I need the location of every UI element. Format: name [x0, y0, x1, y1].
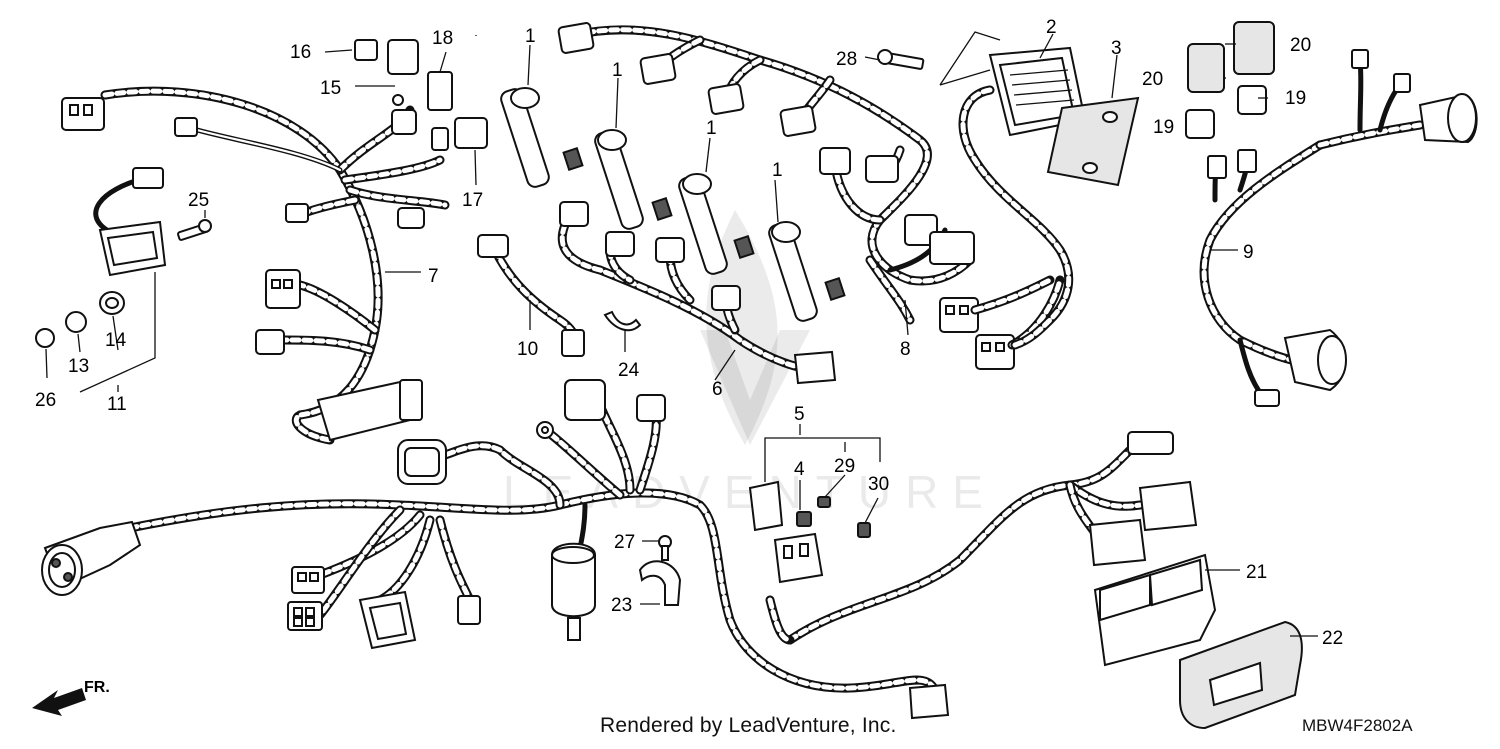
main-wire-harness	[125, 400, 1145, 695]
callout-5: 5	[794, 404, 805, 425]
relay-parts-15-16	[354, 39, 419, 106]
sensor-11-assembly	[35, 167, 212, 348]
main-harness-connectors	[287, 379, 1198, 720]
callout-16: 16	[290, 42, 311, 63]
ignition-coils	[500, 87, 846, 322]
sub-harness-10	[477, 234, 585, 357]
rendered-by-credit: Rendered by LeadVenture, Inc.	[600, 714, 897, 737]
callout-10: 10	[517, 339, 538, 360]
ecm-unit	[1093, 553, 1303, 730]
callout-19: 19	[1153, 117, 1174, 138]
callout-1: 1	[772, 160, 783, 181]
regulator-rectifier	[877, 46, 1140, 350]
callout-24: 24	[618, 360, 640, 381]
callouts: 1 1 1 1 2 3 5 4 6 7 8 9 10 11 13 14 15 1…	[35, 17, 1343, 649]
callout-11: 11	[107, 394, 127, 415]
callout-29: 29	[834, 456, 855, 477]
callout-28: 28	[836, 49, 857, 70]
callout-2: 2	[1046, 17, 1057, 38]
callout-18: 18	[432, 28, 453, 49]
callout-6: 6	[712, 379, 723, 400]
callout-19: 19	[1285, 88, 1306, 109]
callout-1: 1	[525, 26, 536, 47]
harness-clamp	[638, 535, 682, 606]
callout-27: 27	[614, 532, 635, 553]
main-round-connector	[41, 520, 142, 596]
callout-7: 7	[428, 266, 439, 287]
callout-17: 17	[462, 190, 483, 211]
callout-1: 1	[706, 118, 717, 139]
leader-lines	[45, 31, 1318, 637]
callout-1: 1	[612, 60, 623, 81]
callout-20: 20	[1290, 35, 1311, 56]
direction-label: FR.	[84, 679, 110, 696]
sub-harness-8	[557, 22, 1065, 370]
callout-21: 21	[1246, 562, 1267, 583]
callout-22: 22	[1322, 628, 1343, 649]
front-direction-arrow-icon: FR.	[32, 679, 110, 716]
callout-9: 9	[1243, 242, 1254, 263]
relays-19-20	[1185, 21, 1275, 139]
callout-13: 13	[68, 356, 89, 377]
callout-15: 15	[320, 78, 341, 99]
callout-14: 14	[105, 330, 127, 351]
diagram-code: MBW4F2802A	[1302, 716, 1413, 735]
coil-sub-harness	[557, 201, 837, 385]
callout-20: 20	[1142, 69, 1163, 90]
callout-4: 4	[794, 459, 805, 480]
fuse-box	[748, 480, 871, 584]
callout-25: 25	[188, 190, 209, 211]
sub-harness-7	[61, 71, 488, 445]
callout-3: 3	[1111, 38, 1122, 59]
callout-30: 30	[868, 474, 889, 495]
callout-8: 8	[900, 339, 911, 360]
sub-harness-9	[1199, 49, 1478, 407]
callout-23: 23	[611, 595, 632, 616]
callout-26: 26	[35, 390, 56, 411]
